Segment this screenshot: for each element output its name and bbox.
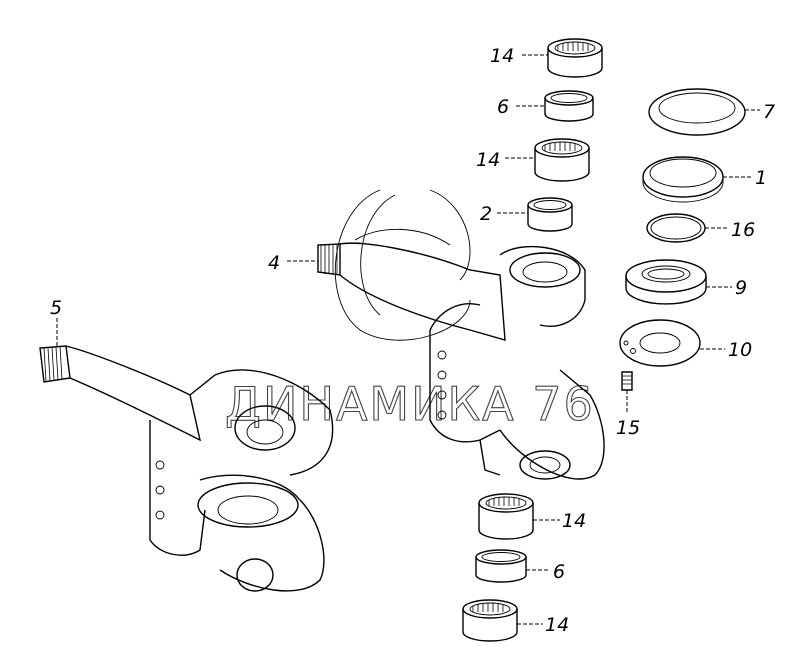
callout-16: 16 xyxy=(731,219,755,241)
washer-7 xyxy=(648,88,746,136)
callout-6-top: 6 xyxy=(497,96,509,118)
leader-lines xyxy=(56,54,760,625)
watermark-logo xyxy=(334,189,471,341)
callout-14-mid: 14 xyxy=(476,149,500,171)
needle-bearing-14-lower xyxy=(478,493,534,540)
callout-14-lower: 14 xyxy=(562,510,586,532)
callout-9: 9 xyxy=(735,277,747,299)
steering-knuckle-5 xyxy=(39,345,334,592)
needle-bearing-14-mid xyxy=(534,138,590,182)
callout-4: 4 xyxy=(268,252,280,274)
callout-10: 10 xyxy=(728,339,752,361)
seal-1 xyxy=(642,156,724,203)
callout-2: 2 xyxy=(480,203,492,225)
bushing-2 xyxy=(527,197,573,232)
grease-fitting-15 xyxy=(621,371,633,391)
needle-bearing-14-bottom xyxy=(462,599,518,642)
watermark-text: ДИНАМИКА 76 xyxy=(225,377,595,431)
callout-14-bottom: 14 xyxy=(545,614,569,636)
bearing-9 xyxy=(625,259,707,305)
thrust-washer-10 xyxy=(619,319,701,367)
callout-1: 1 xyxy=(755,167,767,189)
o-ring-16 xyxy=(646,213,706,243)
callout-15: 15 xyxy=(616,417,640,439)
callout-5: 5 xyxy=(50,297,62,319)
callout-6-lower: 6 xyxy=(553,561,565,583)
callout-7: 7 xyxy=(763,101,775,123)
ring-6-top xyxy=(544,90,594,122)
needle-bearing-14-top xyxy=(547,38,603,78)
callout-14-top: 14 xyxy=(490,45,514,67)
steering-knuckle-4 xyxy=(317,242,605,480)
ring-6-lower xyxy=(475,549,527,583)
